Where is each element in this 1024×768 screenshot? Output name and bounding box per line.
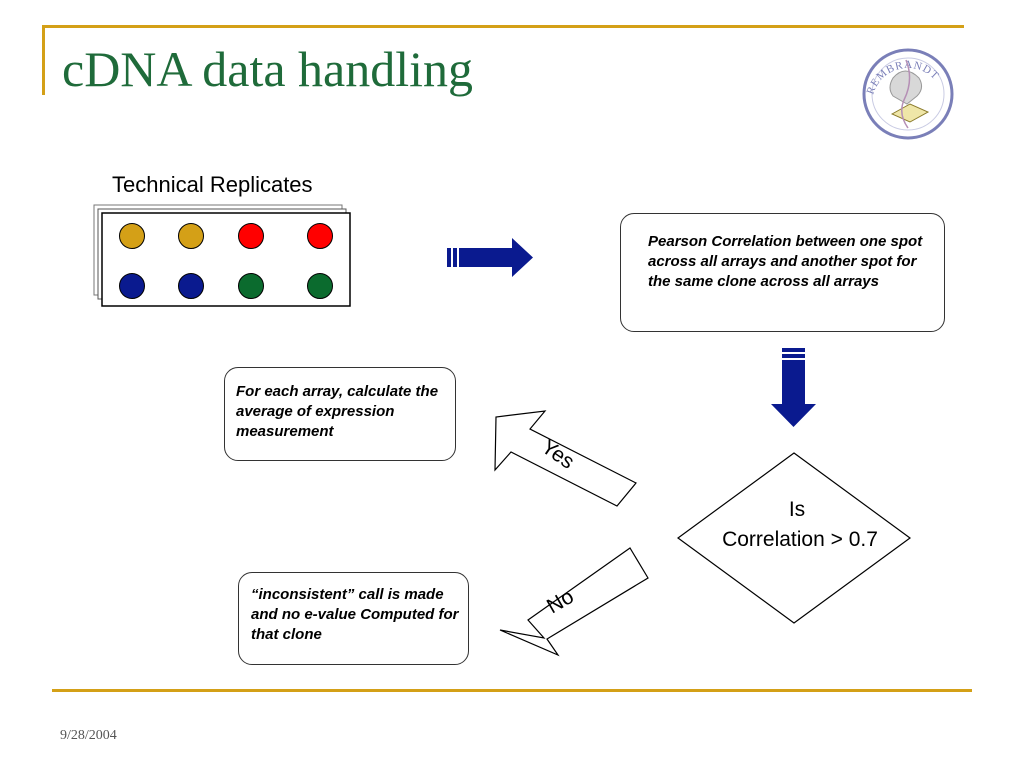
decision-diamond: Is Correlation > 0.7 bbox=[676, 452, 912, 624]
rembrandt-logo: REMBRANDT bbox=[862, 48, 954, 140]
decision-line2: Correlation > 0.7 bbox=[722, 528, 878, 551]
title-accent-rule bbox=[42, 25, 964, 28]
array-spot bbox=[238, 273, 264, 299]
right-arrow bbox=[447, 238, 533, 277]
title-accent-vertical bbox=[42, 25, 45, 95]
down-arrow bbox=[771, 348, 816, 427]
average-expression-text: For each array, calculate the average of… bbox=[236, 383, 439, 440]
array-spot bbox=[119, 273, 145, 299]
inconsistent-call-box: “inconsistent” call is made and no e-val… bbox=[238, 572, 469, 665]
inconsistent-call-text: “inconsistent” call is made and no e-val… bbox=[251, 586, 459, 643]
array-spot bbox=[119, 223, 145, 249]
pearson-correlation-text: Pearson Correlation between one spot acr… bbox=[648, 233, 923, 290]
array-spot bbox=[307, 223, 333, 249]
slide-title: cDNA data handling bbox=[62, 41, 474, 97]
yes-arrow: Yes bbox=[494, 410, 637, 507]
array-spot bbox=[178, 223, 204, 249]
average-expression-box: For each array, calculate the average of… bbox=[224, 367, 456, 461]
array-spot bbox=[238, 223, 264, 249]
decision-line1: Is bbox=[789, 498, 805, 521]
pearson-correlation-box: Pearson Correlation between one spot acr… bbox=[620, 213, 945, 332]
array-spot bbox=[178, 273, 204, 299]
technical-replicates-label: Technical Replicates bbox=[112, 172, 313, 197]
array-spot bbox=[307, 273, 333, 299]
footer-date: 9/28/2004 bbox=[60, 728, 117, 743]
no-arrow: No bbox=[499, 547, 649, 657]
footer-rule bbox=[52, 689, 972, 692]
array-slides bbox=[93, 204, 351, 307]
spot-grid bbox=[119, 223, 333, 299]
